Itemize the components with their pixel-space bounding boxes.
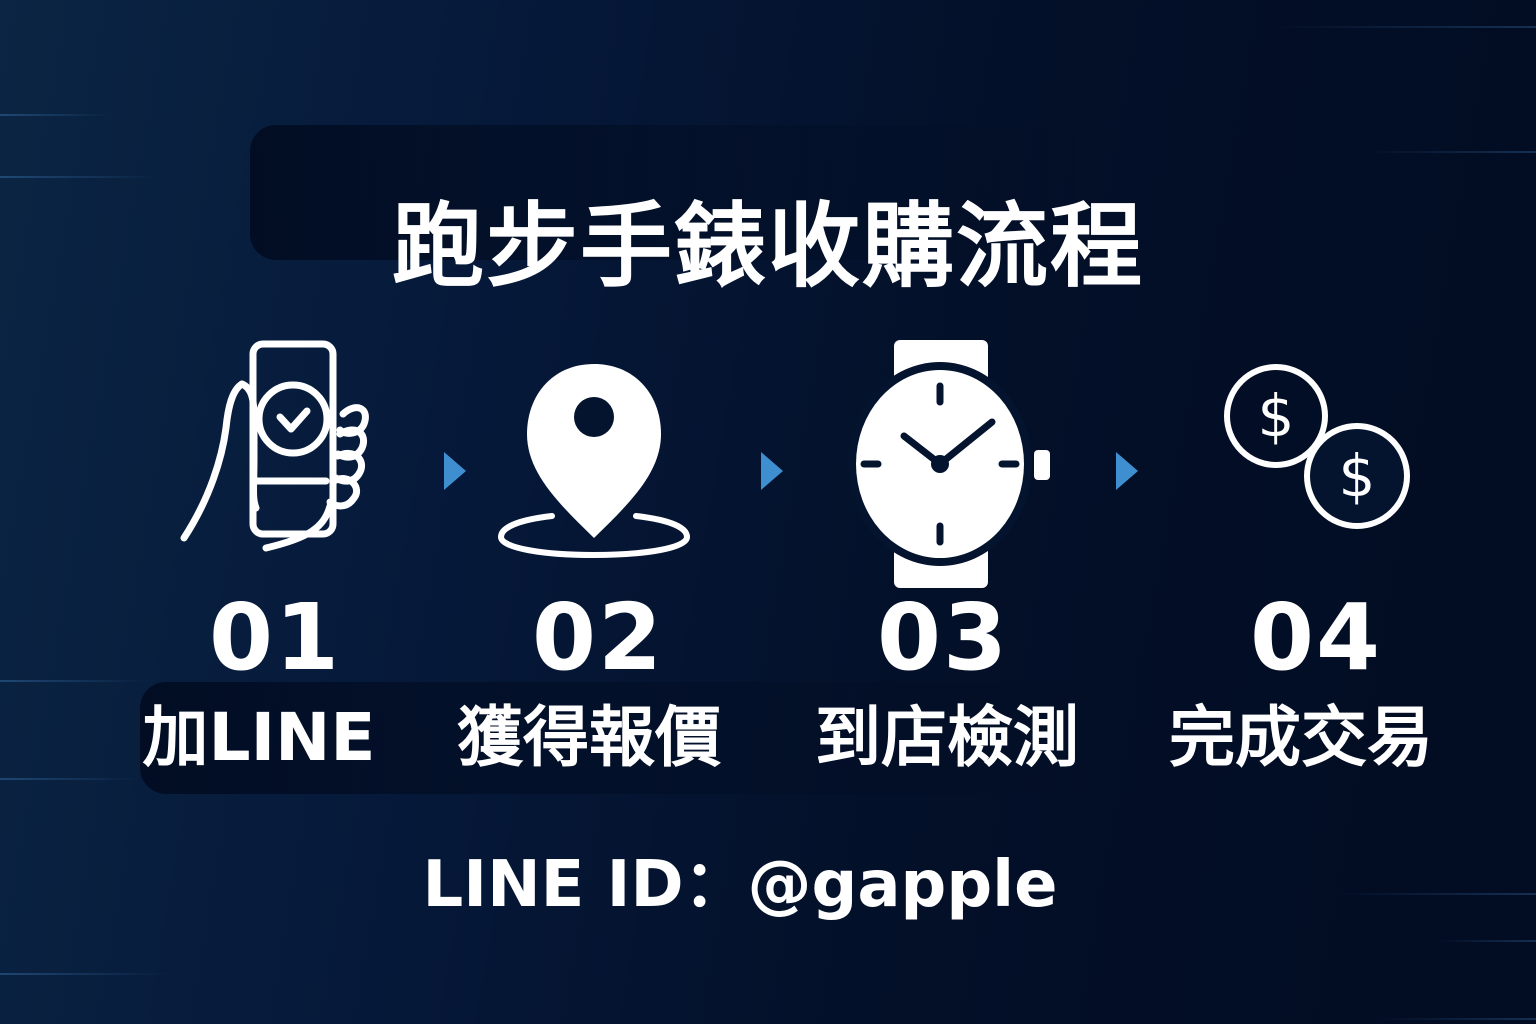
arrow-right-icon: [444, 452, 466, 490]
step-label: 加LINE: [142, 699, 376, 776]
decor-line: [0, 114, 110, 116]
step-number: 04: [1249, 584, 1383, 691]
labels-backdrop-panel: [140, 682, 1120, 794]
wristwatch-icon: [848, 340, 1058, 594]
decor-line: [0, 680, 150, 682]
step-number: 01: [208, 584, 342, 691]
svg-text:$: $: [1339, 442, 1376, 510]
step-label: 獲得報價: [457, 699, 721, 776]
step-number: 03: [876, 584, 1010, 691]
page-title: 跑步手錶收購流程: [391, 193, 1144, 300]
location-pin-icon: [497, 362, 692, 566]
decor-line: [1436, 940, 1536, 942]
svg-text:$: $: [1258, 382, 1295, 450]
step-label: 到店檢測: [815, 699, 1079, 776]
arrow-right-icon: [761, 452, 783, 490]
hand-phone-check-icon: [178, 338, 373, 557]
arrow-right-icon: [1116, 452, 1138, 490]
decor-line: [1276, 26, 1536, 28]
decor-line: [0, 778, 140, 780]
dollar-coins-icon: $ $: [1222, 362, 1417, 536]
step-label: 完成交易: [1169, 699, 1433, 776]
decor-line: [1376, 1018, 1536, 1020]
decor-line: [0, 973, 170, 975]
line-id-contact: LINE ID：@gapple: [422, 848, 1058, 922]
decor-line: [1366, 151, 1536, 153]
step-number: 02: [531, 584, 665, 691]
decor-line: [0, 176, 160, 178]
title-backdrop-panel: [250, 125, 1110, 260]
